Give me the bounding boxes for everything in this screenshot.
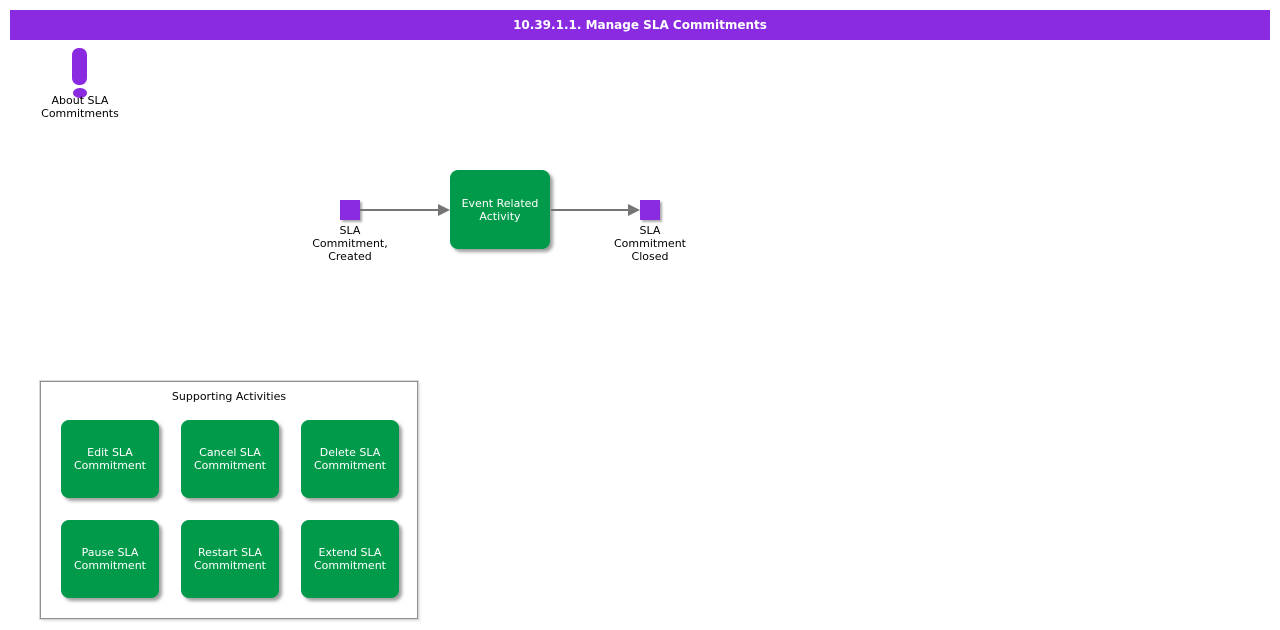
supporting-activities-grid: Edit SLA Commitment Cancel SLA Commitmen… xyxy=(61,420,399,598)
end-event-node[interactable] xyxy=(640,200,660,220)
event-related-activity-node[interactable]: Event Related Activity xyxy=(450,170,550,249)
restart-sla-commitment-button[interactable]: Restart SLA Commitment xyxy=(181,520,279,598)
flow-arrow-line xyxy=(360,209,440,211)
exclamation-dot-icon xyxy=(73,88,87,98)
end-event-label: SLA Commitment Closed xyxy=(614,224,686,263)
exclamation-icon xyxy=(72,48,87,85)
start-event-label: SLA Commitment, Created xyxy=(312,224,388,263)
flow-arrowhead-icon xyxy=(438,204,450,216)
flow-arrowhead-icon xyxy=(628,204,640,216)
start-event-node[interactable] xyxy=(340,200,360,220)
supporting-activities-title: Supporting Activities xyxy=(171,390,287,403)
cancel-sla-commitment-button[interactable]: Cancel SLA Commitment xyxy=(181,420,279,498)
pause-sla-commitment-button[interactable]: Pause SLA Commitment xyxy=(61,520,159,598)
extend-sla-commitment-button[interactable]: Extend SLA Commitment xyxy=(301,520,399,598)
about-sla-commitments-icon[interactable] xyxy=(60,45,100,100)
delete-sla-commitment-button[interactable]: Delete SLA Commitment xyxy=(301,420,399,498)
page-title-bar: 10.39.1.1. Manage SLA Commitments xyxy=(10,10,1270,40)
flow-arrow-line xyxy=(551,209,630,211)
about-icon-label: About SLA Commitments xyxy=(41,94,119,120)
page-title: 10.39.1.1. Manage SLA Commitments xyxy=(513,18,767,32)
edit-sla-commitment-button[interactable]: Edit SLA Commitment xyxy=(61,420,159,498)
